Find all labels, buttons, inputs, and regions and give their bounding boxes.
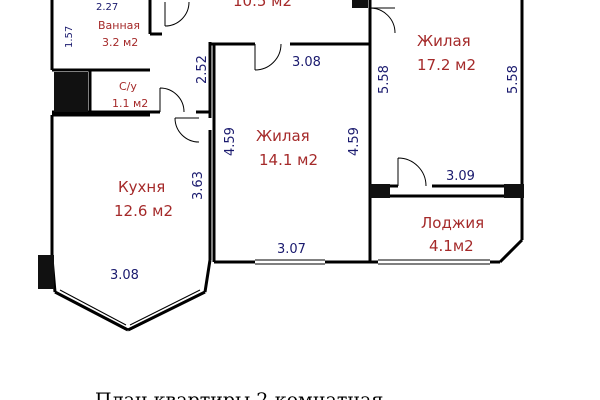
room-name-bath: Ванная — [98, 19, 140, 32]
dim-right-left: 5.58 — [377, 65, 392, 94]
room-name-wc: С/у — [119, 80, 137, 93]
room-name-living-right: Жилая — [417, 32, 471, 50]
room-area-living-center: 14.1 м2 — [259, 151, 318, 169]
room-name-loggia: Лоджия — [421, 214, 484, 232]
dim-kitchen-bottom: 3.08 — [110, 268, 139, 283]
windows — [59, 259, 490, 331]
room-area-loggia: 4.1м2 — [429, 237, 474, 255]
dim-bath-height: 1.57 — [64, 26, 75, 48]
dim-center-bottom: 3.07 — [277, 242, 306, 257]
dim-kitchen-side: 3.63 — [191, 171, 206, 200]
dim-bath-width: 2.27 — [96, 2, 118, 13]
room-area-bath: 3.2 м2 — [102, 36, 138, 49]
dim-right-right: 5.58 — [506, 65, 521, 94]
doors — [159, 1, 427, 187]
wall-blocks — [38, 0, 524, 289]
walls — [50, 0, 524, 332]
room-area-living-right: 17.2 м2 — [417, 56, 476, 74]
plan-caption: План квартиры 2-комнатная — [95, 389, 383, 400]
dim-center-left: 4.59 — [223, 127, 238, 156]
dim-hall-side: 2.52 — [195, 55, 210, 84]
room-area-hall: 10.5 м2 — [233, 0, 292, 10]
room-name-living-center: Жилая — [256, 127, 310, 145]
room-area-kitchen: 12.6 м2 — [114, 202, 173, 220]
dim-center-right: 4.59 — [347, 127, 362, 156]
room-area-wc: 1.1 м2 — [112, 97, 148, 110]
dim-right-bottom: 3.09 — [446, 169, 475, 184]
dim-center-top: 3.08 — [292, 55, 321, 70]
room-name-kitchen: Кухня — [118, 178, 165, 196]
